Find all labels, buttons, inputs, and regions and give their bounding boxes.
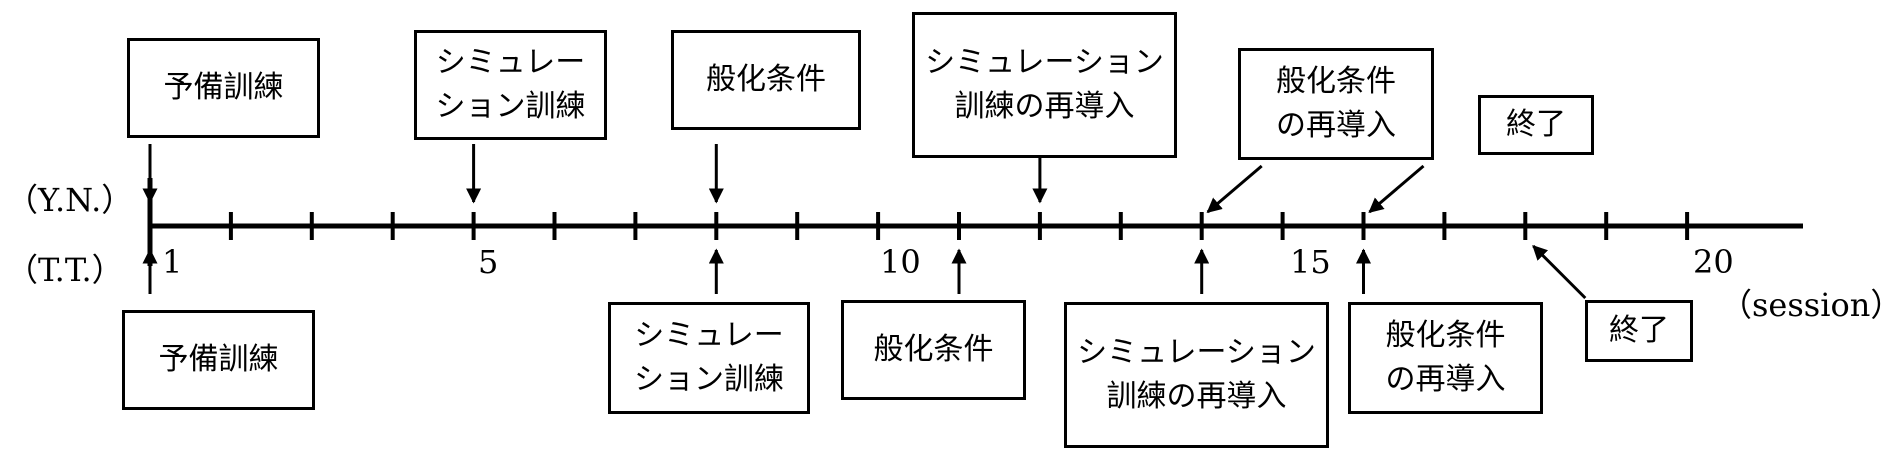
top-event-simulation-reintro: シミュレーション 訓練の再導入 bbox=[912, 12, 1177, 158]
top-event-arrow bbox=[1206, 164, 1263, 214]
tick-label-1: 1 bbox=[162, 243, 183, 281]
top-event-arrow bbox=[1368, 164, 1425, 214]
tick-label-20: 20 bbox=[1693, 243, 1734, 281]
participant-label-tt: （T.T.） bbox=[6, 251, 124, 289]
top-event-generalization-reintro: 般化条件 の再導入 bbox=[1238, 48, 1434, 160]
bottom-event-arrow bbox=[1532, 244, 1587, 300]
bottom-event-end: 終了 bbox=[1585, 300, 1693, 362]
tick-label-5: 5 bbox=[478, 243, 499, 281]
bottom-event-simulation-training: シミュレー ション訓練 bbox=[608, 302, 810, 414]
bottom-event-simulation-reintro: シミュレーション 訓練の再導入 bbox=[1064, 302, 1329, 448]
bottom-event-generalization-reintro: 般化条件 の再導入 bbox=[1348, 302, 1543, 414]
axis-unit-label: （session） bbox=[1720, 286, 1901, 324]
bottom-event-generalization: 般化条件 bbox=[841, 300, 1026, 400]
participant-label-yn: （Y.N.） bbox=[6, 181, 134, 219]
bottom-event-preliminary-training: 予備訓練 bbox=[122, 310, 315, 410]
top-event-simulation-training: シミュレー ション訓練 bbox=[414, 30, 607, 140]
top-event-preliminary-training: 予備訓練 bbox=[127, 38, 320, 138]
tick-label-15: 15 bbox=[1290, 243, 1331, 281]
top-event-generalization: 般化条件 bbox=[671, 30, 861, 130]
tick-label-10: 10 bbox=[880, 243, 921, 281]
top-event-end: 終了 bbox=[1478, 95, 1594, 155]
